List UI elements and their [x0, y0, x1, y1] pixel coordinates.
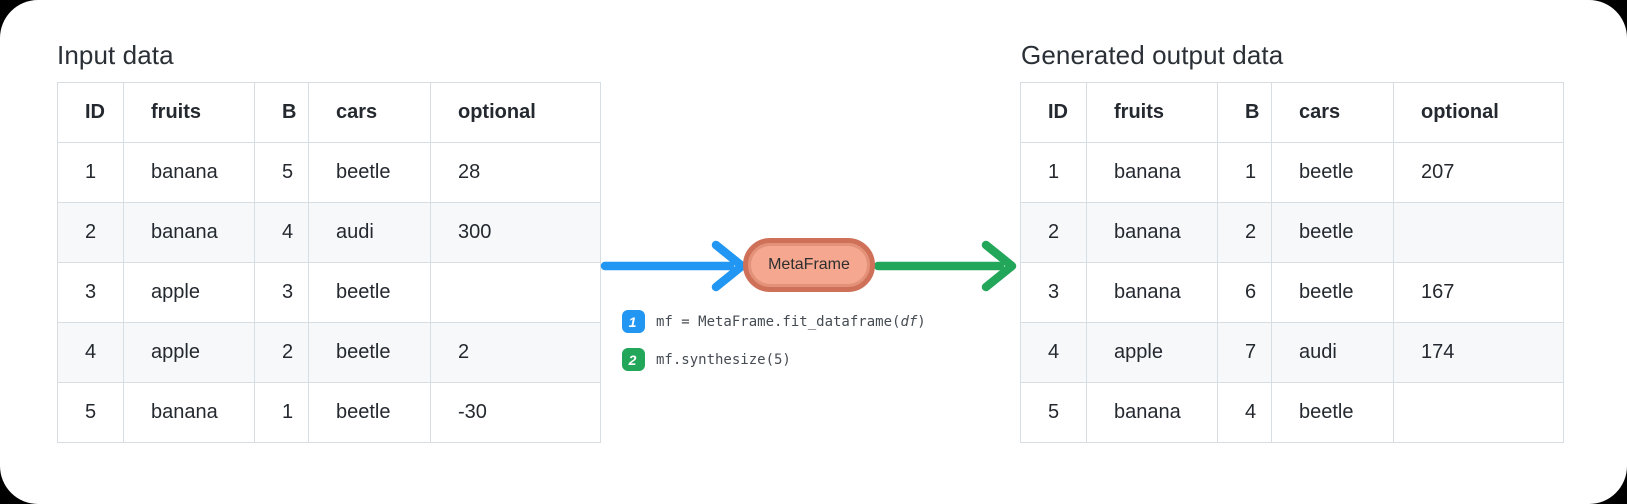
line-number-badge: 1: [622, 310, 645, 333]
table-cell: 6: [1217, 262, 1272, 323]
column-header: fruits: [123, 82, 255, 143]
table-cell: 28: [430, 142, 601, 203]
line-number-badge: 2: [622, 348, 645, 371]
column-header: cars: [1271, 82, 1394, 143]
table-cell: 3: [57, 262, 124, 323]
table-cell: apple: [123, 322, 255, 383]
column-header: ID: [57, 82, 124, 143]
table-cell: banana: [1086, 262, 1218, 323]
table-cell: 4: [254, 202, 309, 263]
code-text: mf.synthesize(5): [656, 351, 791, 368]
table-cell: beetle: [1271, 202, 1394, 263]
table-cell: banana: [123, 382, 255, 443]
table-cell: beetle: [308, 382, 431, 443]
table-cell: beetle: [308, 262, 431, 323]
table-cell: 4: [1020, 322, 1087, 383]
table-cell: 5: [254, 142, 309, 203]
table-cell: beetle: [308, 322, 431, 383]
table-cell: banana: [1086, 382, 1218, 443]
table-cell: 3: [1020, 262, 1087, 323]
code-line: 2 mf.synthesize(5): [622, 348, 926, 371]
column-header: optional: [430, 82, 601, 143]
table-cell: beetle: [1271, 262, 1394, 323]
output-data-title: Generated output data: [1021, 40, 1284, 70]
arrow-input-to-metaframe: [600, 240, 747, 292]
column-header: cars: [308, 82, 431, 143]
column-header: B: [1217, 82, 1272, 143]
column-header: optional: [1393, 82, 1564, 143]
column-header: fruits: [1086, 82, 1218, 143]
table-cell: 5: [1020, 382, 1087, 443]
table-cell: 174: [1393, 322, 1564, 383]
table-cell: 1: [57, 142, 124, 203]
table-cell: 300: [430, 202, 601, 263]
table-cell: [430, 262, 601, 323]
table-cell: 2: [57, 202, 124, 263]
table-cell: 1: [1020, 142, 1087, 203]
table-cell: [1393, 202, 1564, 263]
table-cell: 2: [1217, 202, 1272, 263]
table-cell: [1393, 382, 1564, 443]
table-cell: banana: [1086, 142, 1218, 203]
table-cell: banana: [1086, 202, 1218, 263]
column-header: ID: [1020, 82, 1087, 143]
table-cell: 5: [57, 382, 124, 443]
table-cell: beetle: [1271, 142, 1394, 203]
table-cell: banana: [123, 142, 255, 203]
code-text: mf = MetaFrame.fit_dataframe(df): [656, 313, 926, 330]
table-cell: 2: [254, 322, 309, 383]
table-cell: 207: [1393, 142, 1564, 203]
table-cell: apple: [1086, 322, 1218, 383]
code-block: 1 mf = MetaFrame.fit_dataframe(df) 2 mf.syn…: [622, 310, 926, 386]
table-cell: 2: [430, 322, 601, 383]
table-cell: audi: [308, 202, 431, 263]
pipeline-arrows: [600, 240, 1017, 292]
code-line: 1 mf = MetaFrame.fit_dataframe(df): [622, 310, 926, 333]
table-cell: 167: [1393, 262, 1564, 323]
table-cell: banana: [123, 202, 255, 263]
input-data-title: Input data: [57, 40, 174, 70]
table-cell: 1: [254, 382, 309, 443]
column-header: B: [254, 82, 309, 143]
table-cell: 3: [254, 262, 309, 323]
table-cell: beetle: [308, 142, 431, 203]
table-cell: audi: [1271, 322, 1394, 383]
metaframe-label: MetaFrame: [768, 256, 850, 273]
table-cell: 2: [1020, 202, 1087, 263]
metaframe-badge: MetaFrame: [743, 238, 875, 292]
table-cell: 4: [1217, 382, 1272, 443]
table-cell: -30: [430, 382, 601, 443]
table-cell: 1: [1217, 142, 1272, 203]
arrow-metaframe-to-output: [873, 240, 1017, 292]
table-cell: apple: [123, 262, 255, 323]
table-cell: beetle: [1271, 382, 1394, 443]
table-cell: 7: [1217, 322, 1272, 383]
table-cell: 4: [57, 322, 124, 383]
